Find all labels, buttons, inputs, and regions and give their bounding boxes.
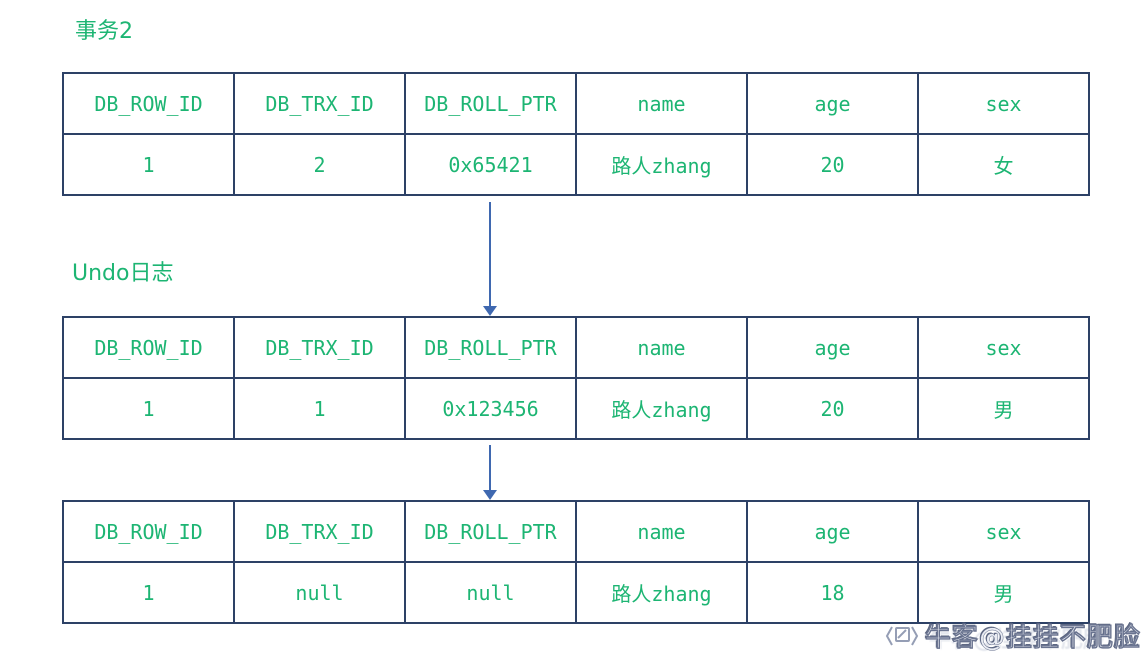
watermark-echo: 牛客@挂挂不肥脸: [928, 628, 1105, 653]
data-cell: 20: [746, 133, 919, 196]
header-cell: DB_ROLL_PTR: [404, 500, 577, 563]
data-cell: 1: [62, 133, 235, 196]
header-cell: DB_ROW_ID: [62, 316, 235, 379]
data-cell: 1: [62, 561, 235, 624]
header-cell: DB_ROW_ID: [62, 500, 235, 563]
table-header-row: DB_ROW_ID DB_TRX_ID DB_ROLL_PTR name age…: [62, 316, 1090, 379]
table-header-row: DB_ROW_ID DB_TRX_ID DB_ROLL_PTR name age…: [62, 72, 1090, 135]
arrow-down-1: [483, 202, 497, 316]
arrow-head-icon: [483, 306, 497, 316]
header-cell: sex: [917, 500, 1090, 563]
table-transaction2: DB_ROW_ID DB_TRX_ID DB_ROLL_PTR name age…: [62, 72, 1090, 196]
header-cell: age: [746, 500, 919, 563]
table-data-row: 1 1 0x123456 路人zhang 20 男: [62, 377, 1090, 440]
data-cell: 20: [746, 377, 919, 440]
arrow-stem: [489, 202, 491, 307]
data-cell: 女: [917, 133, 1090, 196]
header-cell: name: [575, 316, 748, 379]
header-cell: name: [575, 500, 748, 563]
data-cell: 2: [233, 133, 406, 196]
header-cell: age: [746, 72, 919, 135]
data-cell: 1: [62, 377, 235, 440]
table-data-row: 1 null null 路人zhang 18 男: [62, 561, 1090, 624]
data-cell: 18: [746, 561, 919, 624]
arrow-stem: [489, 445, 491, 491]
data-cell: 路人zhang: [575, 561, 748, 624]
data-cell: 路人zhang: [575, 133, 748, 196]
table-data-row: 1 2 0x65421 路人zhang 20 女: [62, 133, 1090, 196]
header-cell: sex: [917, 316, 1090, 379]
header-cell: sex: [917, 72, 1090, 135]
arrow-down-2: [483, 445, 497, 500]
header-cell: DB_TRX_ID: [233, 72, 406, 135]
table-undo-log-2: DB_ROW_ID DB_TRX_ID DB_ROLL_PTR name age…: [62, 500, 1090, 624]
data-cell: 1: [233, 377, 406, 440]
data-cell: null: [404, 561, 577, 624]
header-cell: DB_TRX_ID: [233, 316, 406, 379]
arrow-head-icon: [483, 490, 497, 500]
header-cell: name: [575, 72, 748, 135]
watermark-text: 牛客@挂挂不肥脸: [924, 623, 1141, 654]
header-cell: DB_ROLL_PTR: [404, 316, 577, 379]
table-header-row: DB_ROW_ID DB_TRX_ID DB_ROLL_PTR name age…: [62, 500, 1090, 563]
undo-log-label: Undo日志: [72, 261, 174, 286]
watermark: 牛客@挂挂不肥脸: [885, 617, 1141, 654]
data-cell: 0x65421: [404, 133, 577, 196]
header-cell: DB_TRX_ID: [233, 500, 406, 563]
niuke-logo-icon: [885, 623, 919, 649]
transaction-label: 事务2: [75, 19, 133, 44]
header-cell: age: [746, 316, 919, 379]
data-cell: 男: [917, 377, 1090, 440]
table-undo-log-1: DB_ROW_ID DB_TRX_ID DB_ROLL_PTR name age…: [62, 316, 1090, 440]
data-cell: 男: [917, 561, 1090, 624]
header-cell: DB_ROW_ID: [62, 72, 235, 135]
header-cell: DB_ROLL_PTR: [404, 72, 577, 135]
data-cell: 路人zhang: [575, 377, 748, 440]
data-cell: null: [233, 561, 406, 624]
data-cell: 0x123456: [404, 377, 577, 440]
